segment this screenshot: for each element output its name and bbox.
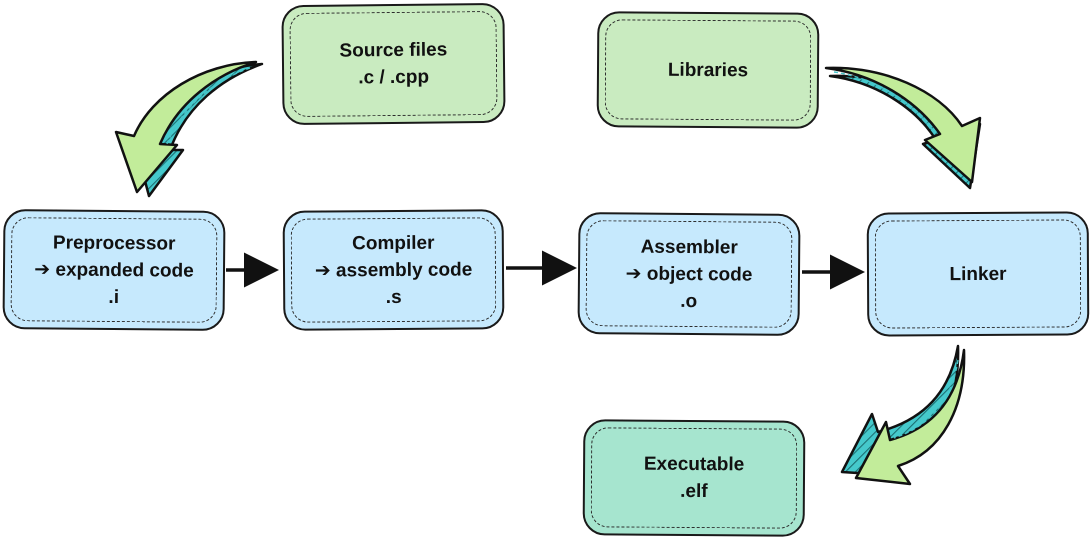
node-label: Compiler ➔ assembly code .s	[315, 229, 473, 311]
compiler-output: ➔ assembly code	[314, 258, 473, 282]
node-linker: Linker	[866, 211, 1090, 337]
node-label: Source files .c / .cpp	[339, 36, 447, 91]
node-preprocessor: Preprocessor ➔ expanded code .i	[2, 209, 226, 331]
node-label: Libraries	[668, 56, 748, 84]
node-libraries: Libraries	[596, 11, 820, 129]
preprocessor-output: ➔ expanded code	[34, 258, 194, 282]
node-source-files: Source files .c / .cpp	[281, 2, 506, 126]
node-label: Linker	[949, 260, 1006, 287]
node-assembler: Assembler ➔ object code .o	[577, 212, 801, 336]
preprocessor-title: Preprocessor	[52, 231, 176, 255]
compiler-ext: .s	[385, 286, 402, 308]
executable-title: Executable	[643, 453, 745, 476]
linker-title: Linker	[949, 263, 1007, 285]
source-files-ext: .c / .cpp	[358, 66, 430, 89]
source-files-title: Source files	[339, 39, 448, 62]
assembler-title: Assembler	[640, 236, 738, 258]
assembler-ext: .o	[680, 290, 698, 312]
node-compiler: Compiler ➔ assembly code .s	[282, 209, 505, 331]
edge-source-to-preprocessor	[114, 60, 264, 198]
node-label: Executable .elf	[644, 451, 745, 506]
libraries-title: Libraries	[667, 59, 749, 81]
assembler-output: ➔ object code	[625, 262, 753, 286]
node-label: Preprocessor ➔ expanded code .i	[34, 229, 194, 311]
node-label: Assembler ➔ object code .o	[625, 233, 753, 315]
edge-libraries-to-linker	[824, 66, 982, 190]
node-executable: Executable .elf	[582, 419, 806, 537]
compiler-title: Compiler	[352, 232, 435, 254]
preprocessor-ext: .i	[108, 286, 120, 308]
executable-ext: .elf	[680, 480, 708, 503]
edge-linker-to-executable	[840, 344, 966, 486]
